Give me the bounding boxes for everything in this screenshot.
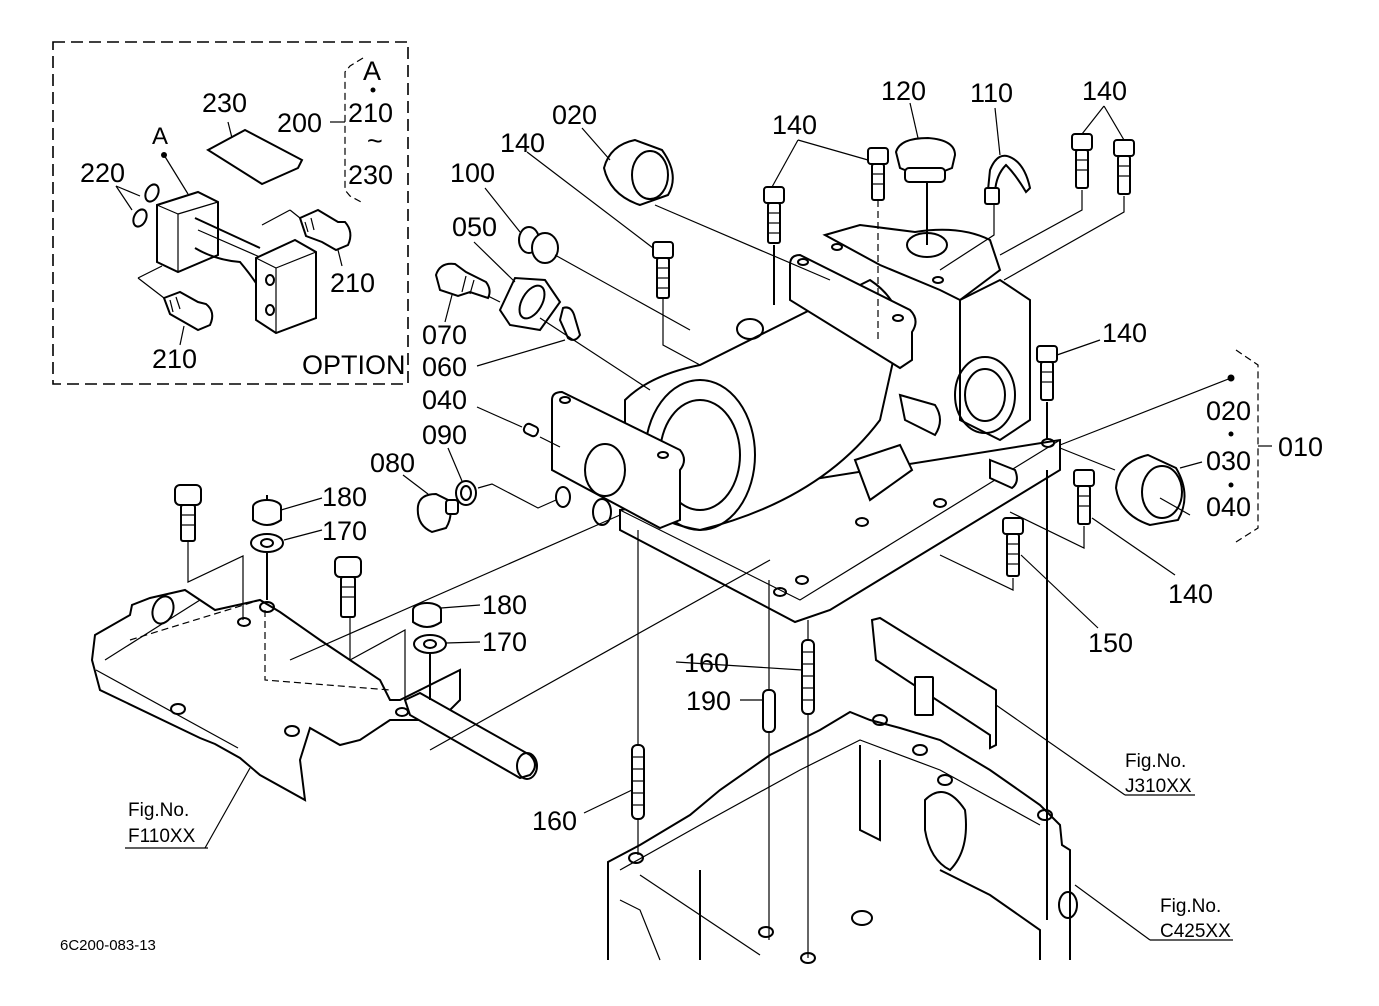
assembly-content-020: 020 — [1206, 396, 1251, 426]
callout-150[interactable]: 150 — [1088, 628, 1133, 658]
callout-200[interactable]: 200 — [277, 108, 322, 138]
fig-ref-j310xx[interactable]: J310XX — [1125, 776, 1192, 797]
callout-010[interactable]: 010 — [1278, 432, 1323, 462]
sheet-part — [206, 128, 304, 186]
assembly-bracket — [1235, 349, 1259, 543]
callout-190[interactable]: 190 — [686, 686, 731, 716]
assembly-content-030: 030 — [1206, 446, 1251, 476]
option-content-tilde: ~ — [367, 126, 383, 156]
option-content-210: 210 — [348, 98, 393, 128]
nut-180 — [252, 499, 282, 526]
callout-160-lower[interactable]: 160 — [532, 806, 577, 836]
callout-220[interactable]: 220 — [80, 158, 125, 188]
callout-040[interactable]: 040 — [422, 385, 467, 415]
o-ring — [144, 183, 160, 203]
callout-100[interactable]: 100 — [450, 158, 495, 188]
stud-160 — [801, 639, 815, 715]
callout-160-upper[interactable]: 160 — [684, 648, 729, 678]
assembly-010: 020 030 040 010 — [1059, 349, 1323, 543]
nut-180 — [412, 602, 442, 628]
transmission-case — [607, 710, 1078, 964]
lock-washer-170 — [250, 533, 284, 553]
bushing-020 — [602, 138, 674, 207]
bolt-140 — [1071, 133, 1093, 189]
valve-block-left — [156, 190, 219, 274]
callout-060[interactable]: 060 — [422, 352, 467, 382]
option-content-230: 230 — [348, 160, 393, 190]
callout-050[interactable]: 050 — [452, 212, 497, 242]
callout-180-upper[interactable]: 180 — [322, 482, 367, 512]
dowel-pin-190 — [762, 689, 776, 733]
stud-160 — [631, 744, 645, 820]
callout-140-right[interactable]: 140 — [1102, 318, 1147, 348]
bolt-140 — [652, 241, 674, 299]
bolt-070 — [434, 262, 491, 300]
option-box-border — [52, 41, 409, 385]
washer-090 — [455, 480, 477, 506]
bolt-140 — [763, 186, 785, 244]
callout-070[interactable]: 070 — [422, 320, 467, 350]
bolt-140 — [1036, 345, 1058, 401]
callout-180-lower[interactable]: 180 — [482, 590, 527, 620]
drawing-code: 6C200-083-13 — [60, 937, 156, 954]
bolt-140 — [867, 147, 889, 201]
chassis-plate — [90, 588, 538, 802]
o-ring — [132, 208, 148, 228]
bushing-030 — [1114, 453, 1186, 527]
callout-140-lower-right[interactable]: 140 — [1168, 579, 1213, 609]
plug-100 — [518, 226, 559, 264]
callout-170-lower[interactable]: 170 — [482, 627, 527, 657]
gasket-plate — [870, 616, 997, 750]
bolt-210 — [162, 290, 214, 332]
pin — [403, 691, 536, 780]
callout-090[interactable]: 090 — [422, 420, 467, 450]
callout-210-right[interactable]: 210 — [330, 268, 375, 298]
callout-140-top-right[interactable]: 140 — [1082, 76, 1127, 106]
bolt — [334, 556, 362, 618]
gasket-060 — [558, 306, 582, 341]
housing-top-boss — [789, 253, 917, 370]
set-screw-040 — [522, 422, 540, 438]
assembly-content-040: 040 — [1206, 492, 1251, 522]
housing-left-arm — [551, 390, 685, 530]
flange-050 — [498, 276, 562, 332]
bolt-140 — [1113, 139, 1135, 195]
hydraulic-cylinder-housing — [551, 223, 1061, 624]
plug-bolt-080 — [416, 492, 459, 534]
bolt-140 — [1073, 469, 1095, 525]
callout-210-left[interactable]: 210 — [152, 344, 197, 374]
callout-020[interactable]: 020 — [552, 100, 597, 130]
breather-110 — [984, 154, 1032, 205]
callout-140-left[interactable]: 140 — [500, 128, 545, 158]
fig-ref-c425xx[interactable]: C425XX — [1160, 921, 1231, 942]
callout-140-top[interactable]: 140 — [772, 110, 817, 140]
fig-ref-f110xx[interactable]: F110XX — [128, 826, 196, 847]
fig-ref-j310xx-label: Fig.No. — [1125, 751, 1186, 772]
fig-ref-f110xx-label: Fig.No. — [128, 800, 189, 821]
callout-170-upper[interactable]: 170 — [322, 516, 367, 546]
bolt — [174, 484, 202, 542]
option-title: OPTION — [302, 350, 406, 380]
callout-110[interactable]: 110 — [970, 78, 1013, 108]
callout-080[interactable]: 080 — [370, 448, 415, 478]
bolt-150 — [1002, 517, 1024, 577]
callout-230[interactable]: 230 — [202, 88, 247, 118]
callout-a[interactable]: A — [152, 123, 168, 150]
cap-120 — [894, 136, 957, 183]
callout-120[interactable]: 120 — [881, 76, 926, 106]
option-content-a: A — [363, 56, 381, 86]
option-bracket — [344, 57, 364, 204]
option-box: A 210 ~ 230 200 230 A 220 — [52, 41, 409, 385]
fig-ref-c425xx-label: Fig.No. — [1160, 896, 1221, 917]
valve-block-right — [255, 238, 317, 335]
bolt-210 — [298, 208, 352, 252]
lock-washer-170 — [413, 634, 447, 654]
